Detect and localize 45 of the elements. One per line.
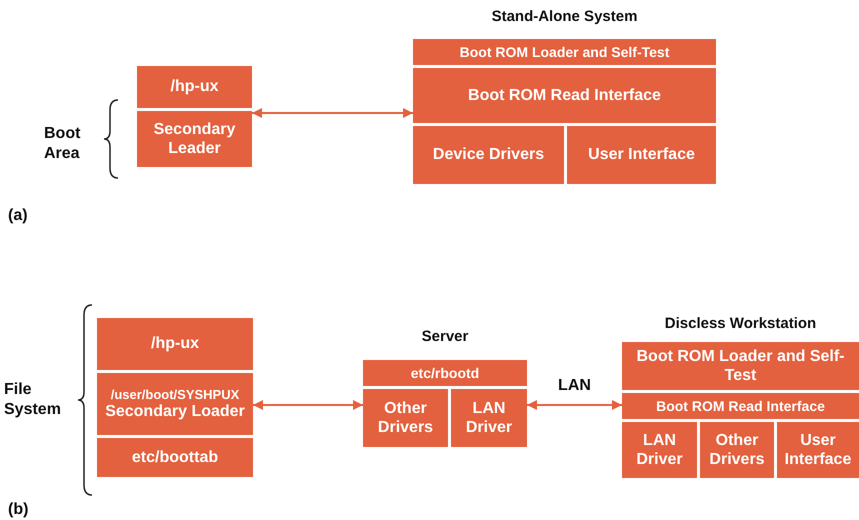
block-label: etc/boottab <box>132 448 218 468</box>
block-label: User Interface <box>588 145 695 165</box>
system-block <box>363 389 448 447</box>
block-label: Secondary Loader <box>105 402 245 422</box>
block-label: /hp-ux <box>151 334 199 354</box>
block-label: Boot ROM Loader and Self-Test <box>460 44 670 60</box>
block-label: Other Drivers <box>376 398 434 438</box>
block-label: LAN Driver <box>464 398 514 438</box>
block-label: User Interface <box>784 430 852 470</box>
system-block <box>451 389 527 447</box>
group-heading: Stand-Alone System <box>492 8 638 25</box>
system-block <box>700 422 774 478</box>
side-label: (a) <box>8 206 29 226</box>
block-label: LAN Driver <box>635 430 684 470</box>
side-label: (b) <box>8 500 30 520</box>
system-block <box>137 66 252 108</box>
side-label: Boot Area <box>44 124 82 164</box>
system-block <box>413 68 716 123</box>
double-arrow <box>253 400 363 410</box>
system-block <box>137 111 252 167</box>
system-block <box>622 393 859 419</box>
system-block <box>777 422 859 478</box>
block-label: Boot ROM Loader and Self-Test <box>636 346 846 386</box>
system-block <box>622 422 697 478</box>
side-label: File System <box>4 380 62 420</box>
system-block <box>97 373 253 435</box>
system-block <box>97 438 253 477</box>
block-label: Other Drivers <box>708 430 766 470</box>
double-arrow <box>252 108 413 118</box>
block-label: /user/boot/SYSHPUX <box>110 386 240 402</box>
block-label: /hp-ux <box>170 77 218 97</box>
block-label: Boot ROM Read Interface <box>656 398 825 414</box>
group-heading: Discless Workstation <box>664 315 816 332</box>
system-block <box>413 39 716 65</box>
system-block <box>413 126 564 184</box>
system-block <box>567 126 716 184</box>
block-label: Device Drivers <box>432 145 544 165</box>
double-arrow <box>527 400 622 410</box>
block-label: etc/rbootd <box>410 364 480 382</box>
block-label: Secondary Leader <box>152 120 236 158</box>
system-block <box>622 342 859 390</box>
block-label: Boot ROM Read Interface <box>468 86 661 106</box>
system-block <box>363 360 527 386</box>
system-block <box>97 318 253 370</box>
group-heading: Server <box>422 328 468 345</box>
